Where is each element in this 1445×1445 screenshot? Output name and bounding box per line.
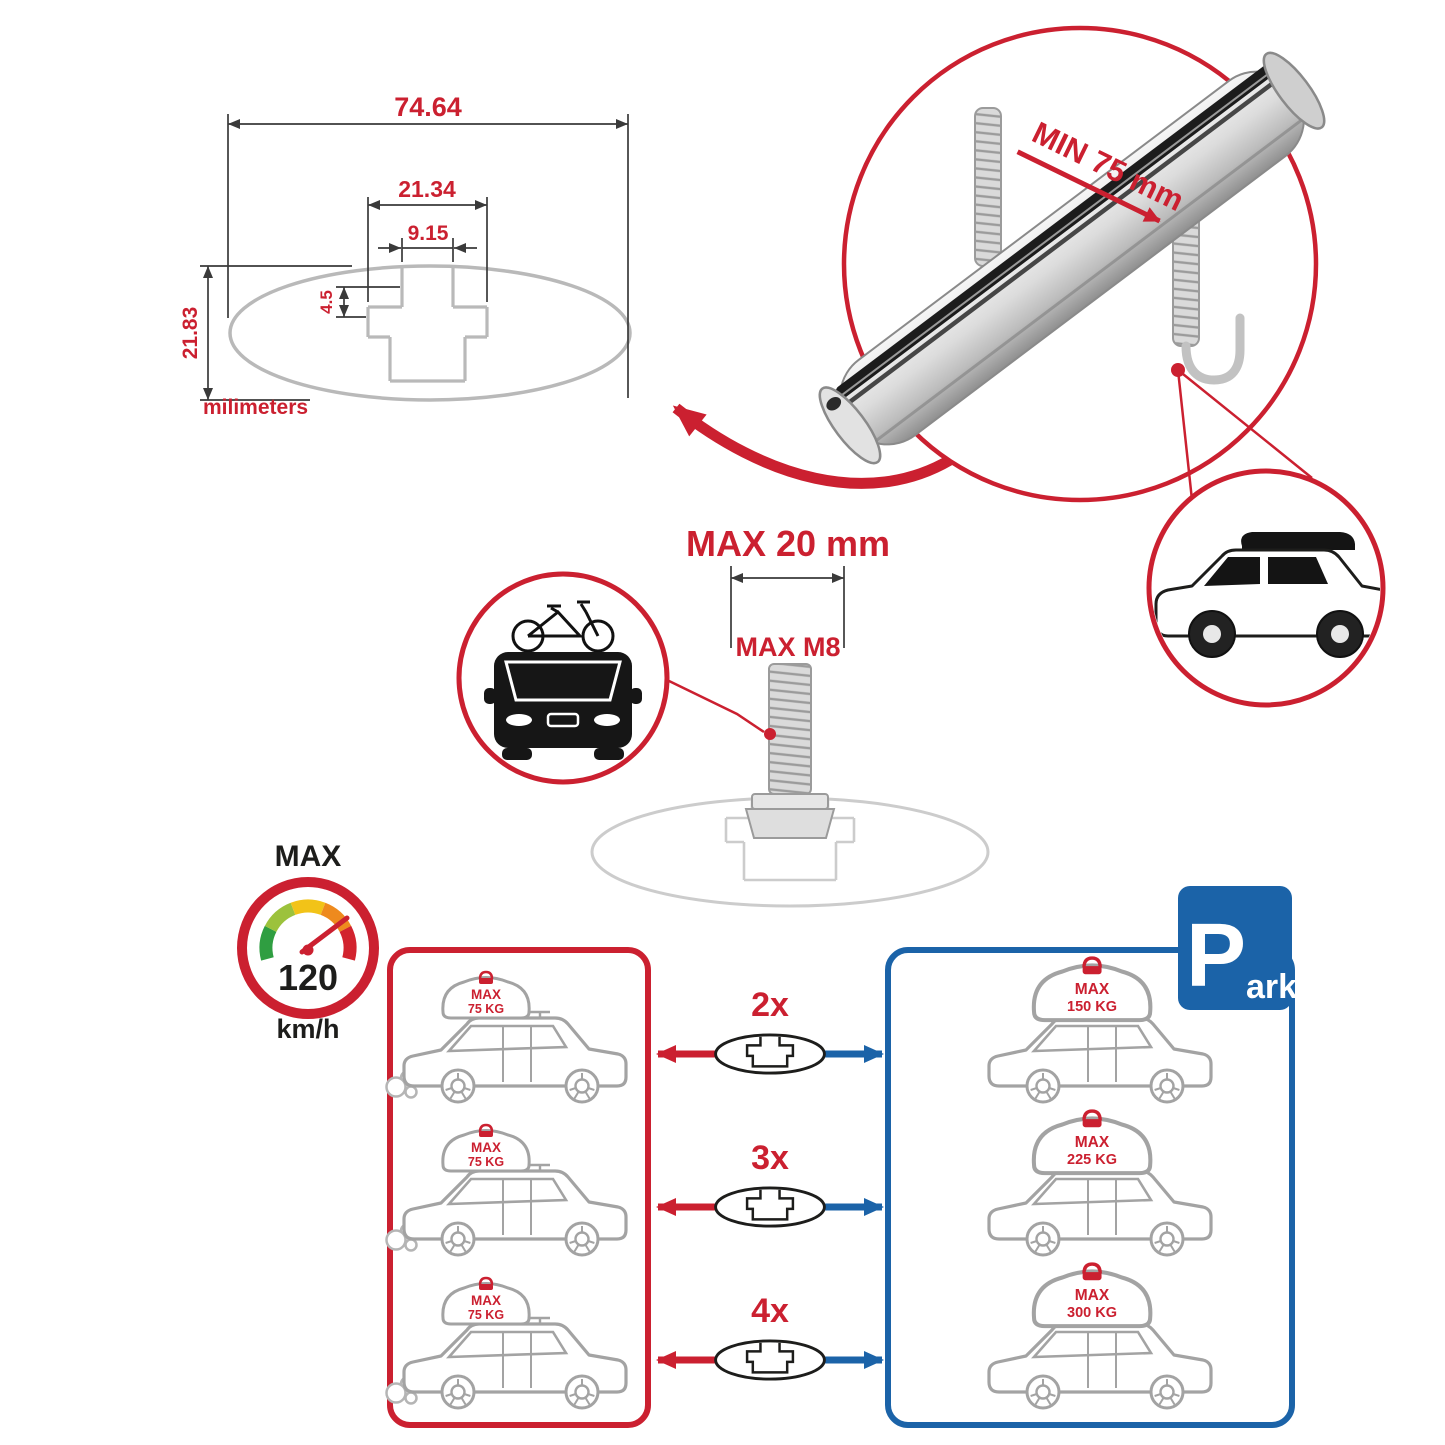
crossbar-profile-icon [714,1339,826,1381]
dim-slot-outer-width-label: 21.34 [398,176,456,202]
cargo-weight-label: 225 KG [1067,1152,1117,1168]
units-label: milimeters [203,396,308,419]
speed-value: 120 [278,957,338,998]
cargo-max-label: MAX [471,1140,501,1155]
quantity-label: 3x [751,1139,789,1177]
bolt-detail: MAX 20 mm MAX M8 [590,523,990,908]
dim-extension-lines [227,114,629,398]
cargo-max-label: MAX [1075,1287,1110,1304]
cargo-max-label: MAX [471,1293,501,1308]
cargo-weight-label: 75 KG [468,1308,504,1322]
cargo-weight-label: 300 KG [1067,1305,1117,1321]
crossbar-profile-icon [714,1033,826,1075]
cargo-weight-label: 75 KG [468,1002,504,1016]
quantity-label: 2x [751,986,789,1024]
max-bolt-length-label: MAX 20 mm [686,523,890,564]
parked-car-row: MAX 225 KG [987,1111,1213,1257]
bolt-shank [768,663,812,795]
car-front-illustration [484,652,642,760]
cross-section-diagram: 74.64 21.34 9.15 4.5 21.83 milimeters [179,92,632,419]
quantity-rows: 2x 3x 4x [656,986,884,1381]
parked-car-row: MAX 150 KG [987,958,1213,1104]
bolt-leader-line [666,678,765,734]
dim-slot-opening-width-label: 9.15 [408,222,449,245]
parking-panel: MAX 150 KG MAX 225 KG MAX 300 KG P ark [885,886,1297,1428]
crossbar-detail-circle: MIN 75 mm [818,25,1326,503]
park-sign-p: P [1186,906,1246,1006]
bolt-t-head [744,808,836,839]
t-slot-profile [366,266,489,383]
cargo-max-label: MAX [471,987,501,1002]
driving-car-row: MAX 75 KG [385,1276,628,1410]
cargo-weight-label: 75 KG [468,1155,504,1169]
pointer-arrow [672,403,953,489]
quantity-row: 3x [656,1139,884,1228]
dim-total-width-label: 74.64 [394,92,462,122]
threaded-rod-icon [974,107,1002,267]
park-sign: P ark [1178,886,1297,1010]
dim-slot-depth-label: 4.5 [317,290,336,314]
circle-connector-lines [1176,369,1313,501]
quantity-row: 4x [656,1292,884,1381]
bike-car-circle [456,571,670,785]
speedometer: MAX 120 km/h [237,840,379,1044]
bike-icon [511,600,615,653]
roofbox-car-circle [1146,468,1386,708]
bolt-point-dot [764,728,776,740]
crossbar-render [818,51,1326,465]
crossbar-profile-icon [714,1186,826,1228]
cargo-max-label: MAX [1075,981,1110,998]
clamp-band-icon [1181,313,1245,385]
cargo-weight-label: 150 KG [1067,999,1117,1015]
parked-car-row: MAX 300 KG [987,1264,1213,1410]
max-thread-label: MAX M8 [735,632,840,662]
quantity-label: 4x [751,1292,789,1330]
crossbar-ellipse-outline [228,264,632,402]
dim-total-height-label: 21.83 [179,307,202,360]
driving-panel: MAX 75 KG MAX 75 KG MAX 75 KG [385,947,651,1428]
roofbox-car-illustration [1154,532,1380,658]
bolt-collar [751,793,829,810]
driving-car-row: MAX 75 KG [385,1123,628,1257]
speed-unit: km/h [276,1014,339,1044]
speed-title: MAX [275,840,342,873]
park-sign-ark: ark [1246,968,1297,1006]
cargo-max-label: MAX [1075,1134,1110,1151]
driving-car-row: MAX 75 KG [385,970,628,1104]
quantity-row: 2x [656,986,884,1075]
